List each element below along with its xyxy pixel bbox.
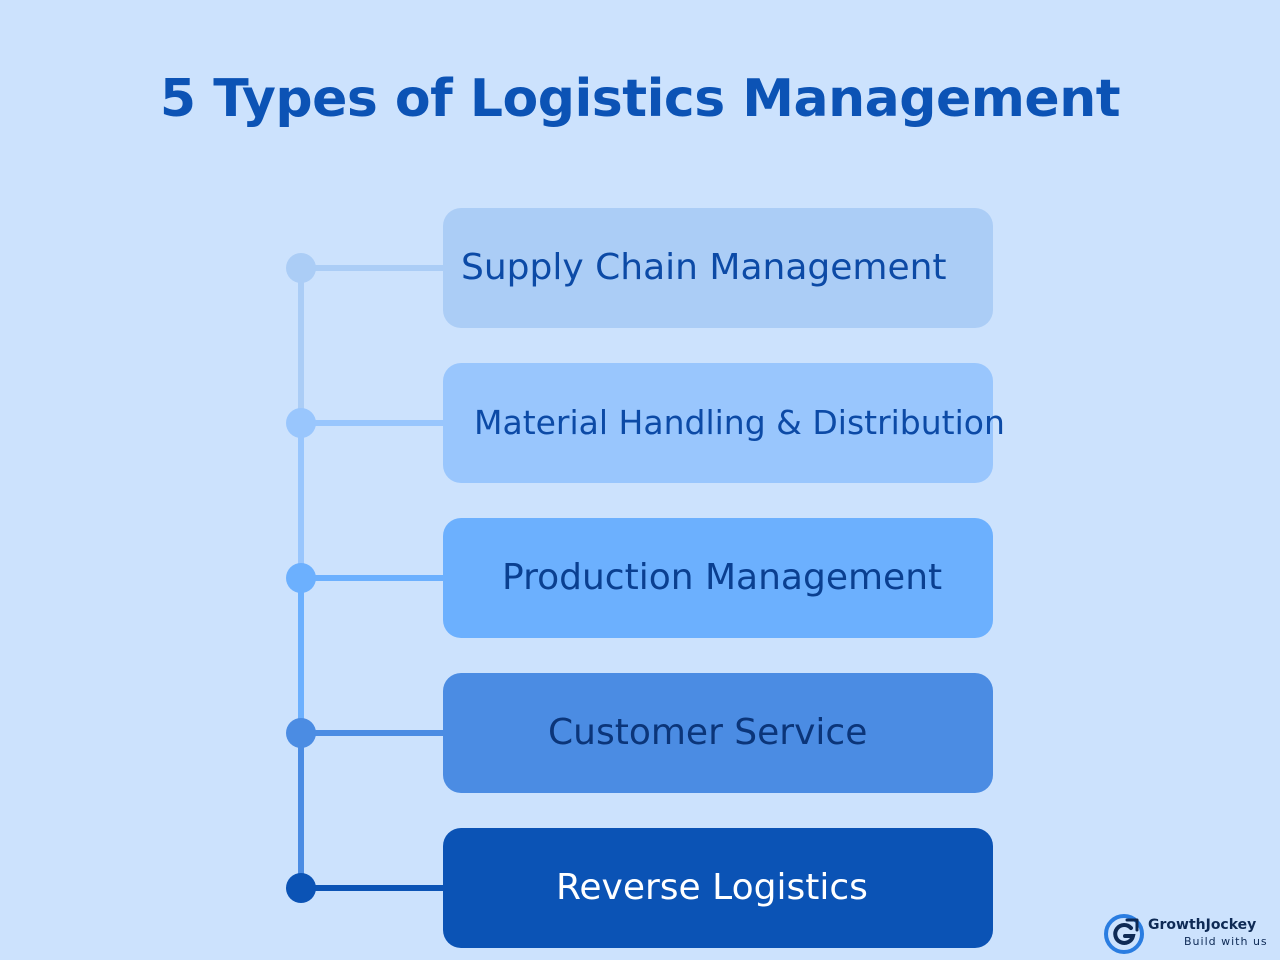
node-dot [286,873,316,903]
node-dot [286,563,316,593]
item-label: Supply Chain Management [461,247,947,288]
item-box-reverse-logistics: Reverse Logistics [443,828,993,948]
node-dot [286,408,316,438]
item-label: Reverse Logistics [556,867,868,908]
item-box-material-handling: Material Handling & Distribution [443,363,1005,483]
node-dot [286,253,316,283]
item-label: Production Management [502,557,943,598]
growthjockey-logo-icon [1104,914,1144,954]
item-box-supply-chain: Supply Chain Management [443,208,993,328]
item-label: Material Handling & Distribution [474,403,1005,442]
brand-name: GrowthJockey [1148,917,1257,933]
node-dot [286,718,316,748]
page-title: 5 Types of Logistics Management [159,69,1121,129]
brand-tagline: Build with us [1184,935,1268,948]
item-label: Customer Service [548,712,868,753]
item-box-production: Production Management [443,518,993,638]
item-box-customer-service: Customer Service [443,673,993,793]
brand-logo: GrowthJockey Build with us [1104,913,1274,955]
